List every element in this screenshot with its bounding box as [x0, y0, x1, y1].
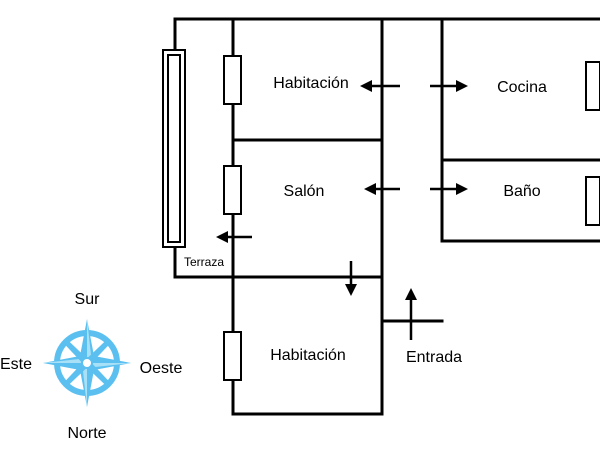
habitacion-bottom-window: [223, 331, 242, 381]
bano-label: Baño: [503, 183, 540, 200]
arrows: [216, 80, 468, 340]
windows: [162, 49, 600, 381]
compass-south-label: Sur: [75, 291, 101, 308]
compass-north-label: Norte: [67, 425, 106, 442]
habitacion-top-window: [223, 55, 242, 105]
bano-window: [585, 176, 600, 226]
arrow-to-habitacion-bottom: [345, 261, 357, 296]
arrow-to-salon: [364, 183, 400, 195]
compass-rose-icon: [43, 319, 131, 407]
habitacion-top-label: Habitación: [273, 75, 349, 92]
salon-window: [223, 165, 242, 215]
cocina-window: [585, 61, 600, 111]
terraza-label: Terraza: [184, 255, 224, 269]
cocina-label: Cocina: [497, 79, 547, 96]
compass-west-label: Oeste: [140, 360, 183, 377]
arrow-to-habitacion-top: [360, 80, 400, 92]
terrace-window-inner: [167, 54, 181, 243]
arrow-to-cocina: [430, 80, 468, 92]
compass-east-label: Este: [0, 356, 32, 373]
arrow-entrance: [405, 288, 417, 340]
arrow-to-terraza: [216, 231, 252, 243]
entrada-label: Entrada: [406, 349, 462, 366]
arrow-to-bano: [430, 183, 468, 195]
habitacion-bottom-label: Habitación: [270, 347, 346, 364]
salon-label: Salón: [284, 183, 325, 200]
